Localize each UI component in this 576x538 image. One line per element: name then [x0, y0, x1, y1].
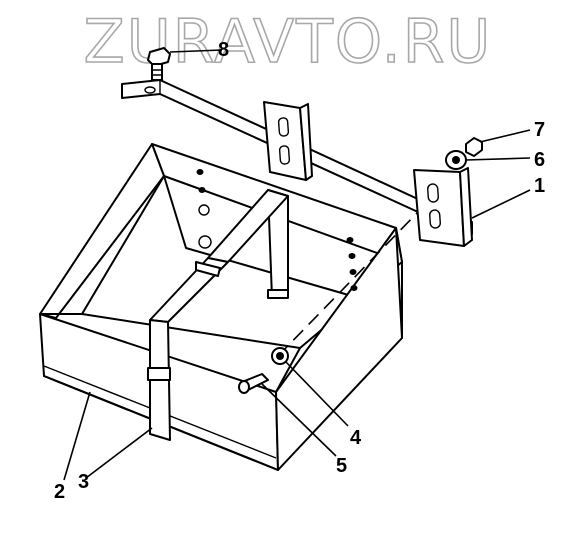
- callout-5: 5: [336, 455, 347, 477]
- callout-2: 2: [54, 481, 65, 503]
- bolt-8: [147, 47, 171, 81]
- nut-7: [465, 137, 483, 157]
- mounting-bracket: [121, 79, 473, 247]
- callout-labels: 1 2 3 4 5 6 7 8: [54, 39, 545, 503]
- hold-down-strap: [147, 189, 289, 441]
- leader-lines: [63, 49, 531, 481]
- battery-box: [39, 143, 403, 471]
- callout-1: 1: [534, 175, 545, 197]
- callout-4: 4: [350, 427, 362, 449]
- callout-6: 6: [534, 149, 545, 171]
- callout-3: 3: [78, 471, 89, 493]
- watermark-text: ZURAVTO.RU: [84, 7, 493, 77]
- washer-4: [271, 347, 289, 365]
- assembly-axis: [277, 211, 419, 357]
- callout-7: 7: [534, 119, 545, 141]
- callout-8: 8: [218, 39, 229, 61]
- bolt-5: [238, 373, 269, 394]
- washer-6: [445, 150, 467, 170]
